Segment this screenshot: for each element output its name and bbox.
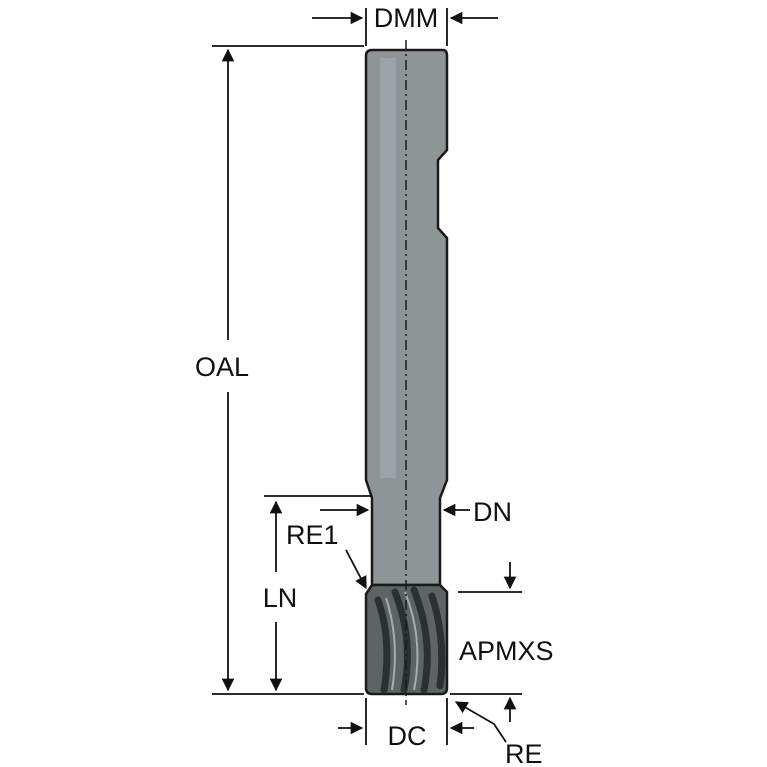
re1-leader (345, 549, 367, 590)
dmm-dimension (312, 8, 498, 46)
dc-dimension (338, 698, 474, 745)
re-leader (454, 701, 507, 743)
re-label: RE (505, 739, 543, 767)
dn-dimension (264, 495, 470, 517)
apmxs-label: APMXS (459, 636, 554, 666)
apmxs-dimension (450, 562, 522, 722)
ln-label: LN (263, 583, 298, 613)
dc-label: DC (388, 721, 427, 751)
dmm-label: DMM (374, 3, 438, 33)
oal-dimension (212, 45, 364, 695)
oal-label: OAL (195, 352, 249, 382)
shank-highlight (380, 58, 396, 478)
re1-label: RE1 (286, 520, 339, 550)
end-mill-tool (364, 40, 449, 705)
dn-label: DN (473, 497, 512, 527)
